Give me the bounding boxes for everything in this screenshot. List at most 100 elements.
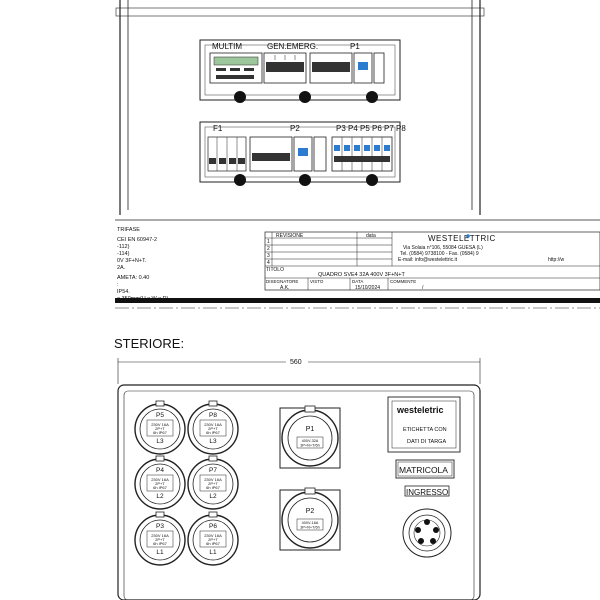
svg-text:6h IP67: 6h IP67 <box>206 541 221 546</box>
label-p1: P1 <box>350 42 360 51</box>
svg-text:MATRICOLA: MATRICOLA <box>399 465 448 475</box>
fixing-knob-icon <box>299 91 311 103</box>
svg-text:Via Solaia n°106, 55084 GUESA: Via Solaia n°106, 55084 GUESA (L) <box>403 245 483 251</box>
svg-text:-112): -112) <box>117 244 130 250</box>
svg-text:2P+T: 2P+T <box>155 481 165 486</box>
svg-text:E-mail: info@westelettric.it: E-mail: info@westelettric.it <box>398 257 458 263</box>
svg-text:P5: P5 <box>156 412 164 419</box>
fixing-knob-icon <box>299 174 311 186</box>
svg-text:6h IP67: 6h IP67 <box>153 485 168 490</box>
rating-plate: westeletric ETICHETTA CON DATI DI TARGA <box>387 396 461 453</box>
label-p3-p8: P3 P4 P5 P6 P7 P8 <box>336 124 406 133</box>
svg-text:400V-16A: 400V-16A <box>302 521 319 525</box>
svg-text:2P+T: 2P+T <box>155 426 165 431</box>
svg-text:2: 2 <box>267 246 270 252</box>
svg-text:0V 3F+N+T.: 0V 3F+N+T. <box>117 258 147 264</box>
disegnatore-value: A.K. <box>280 285 289 291</box>
svg-text:CEI EN 60947-2: CEI EN 60947-2 <box>117 237 157 243</box>
date-header: data <box>366 233 376 239</box>
svg-text:P6: P6 <box>209 523 217 530</box>
svg-text:P7: P7 <box>209 467 217 474</box>
svg-text:L1: L1 <box>209 549 217 556</box>
svg-text:-114): -114) <box>117 251 130 257</box>
fuse-holders-icon <box>207 136 247 172</box>
svg-text:3P+N+T/6h: 3P+N+T/6h <box>300 526 319 530</box>
svg-text:6h IP67: 6h IP67 <box>153 430 168 435</box>
breaker-gen-emerg-icon <box>263 52 307 84</box>
fixing-knob-icon <box>366 91 378 103</box>
fixing-knob-icon <box>234 174 246 186</box>
svg-text:4: 4 <box>267 260 270 266</box>
svg-text:DISEGNATORE: DISEGNATORE <box>266 279 298 284</box>
left-notes: TRIFASE CEI EN 60947-2 -112) -114) 0V 3F… <box>117 227 170 302</box>
matricola-box: MATRICOLA <box>395 459 455 479</box>
svg-text:VISTO: VISTO <box>310 279 324 284</box>
svg-text:Tel. (0584) 9738100 - Fax. (05: Tel. (0584) 9738100 - Fax. (0584) 9 <box>400 251 479 257</box>
svg-text:230V 16A: 230V 16A <box>204 422 222 427</box>
svg-text:L3: L3 <box>156 438 164 445</box>
input-plug-icon <box>402 508 452 558</box>
breaker-p1-icon <box>309 52 385 84</box>
svg-text::: : <box>117 282 119 288</box>
svg-text:6h IP67: 6h IP67 <box>206 485 221 490</box>
svg-text:2P+T: 2P+T <box>208 426 218 431</box>
svg-text:COMMENTE: COMMENTE <box>390 279 416 284</box>
svg-text:DATA: DATA <box>352 279 363 284</box>
label-multim: MULTIM <box>212 42 242 51</box>
svg-text:IP54.: IP54. <box>117 289 130 295</box>
svg-text:6h IP67: 6h IP67 <box>206 430 221 435</box>
svg-text:2P+T: 2P+T <box>208 481 218 486</box>
breaker-row-1: MULTIM GEN.EMERG. P1 <box>199 39 401 103</box>
svg-text:P2: P2 <box>306 508 315 515</box>
svg-text:/: / <box>422 285 424 291</box>
fixing-knob-icon <box>366 174 378 186</box>
svg-text:ETICHETTA CON: ETICHETTA CON <box>403 427 447 433</box>
breaker-row-2: F1 P2 P3 P4 P5 P6 P7 P8 <box>199 121 406 186</box>
svg-text:3: 3 <box>267 253 270 259</box>
svg-text:P8: P8 <box>209 412 217 419</box>
svg-text:L1: L1 <box>156 549 164 556</box>
svg-text:230V 16A: 230V 16A <box>151 477 169 482</box>
upper-enclosure <box>115 0 485 215</box>
lower-enclosure <box>117 384 481 600</box>
titolo-label: TITOLO <box>266 267 284 273</box>
svg-text:L2: L2 <box>156 493 164 500</box>
svg-text:400V-32A: 400V-32A <box>302 439 319 443</box>
svg-text:P3: P3 <box>156 523 164 530</box>
titolo-value: QUADRO SVE4 32A 400V 3F+N+T <box>318 272 405 278</box>
svg-text:2A.: 2A. <box>117 265 126 271</box>
ingresso-box: INGRESSO <box>404 485 450 497</box>
company-name: WESTELETTRIC <box>428 234 496 243</box>
svg-text:INGRESSO: INGRESSO <box>406 488 448 497</box>
svg-text:230V 16A: 230V 16A <box>151 422 169 427</box>
svg-text:230V 16A: 230V 16A <box>204 477 222 482</box>
svg-text:L2: L2 <box>209 493 217 500</box>
label-p2: P2 <box>290 124 300 133</box>
svg-text:230V 16A: 230V 16A <box>151 533 169 538</box>
multimeter-icon <box>209 52 263 84</box>
dimension-label: 560 <box>290 359 302 366</box>
logo-dot-icon <box>466 234 470 238</box>
label-f1: F1 <box>213 124 223 133</box>
svg-text:2P+T: 2P+T <box>208 537 218 542</box>
svg-text:AMETA: 0.40: AMETA: 0.40 <box>117 275 149 281</box>
svg-text:P4: P4 <box>156 467 164 474</box>
svg-text:TRIFASE: TRIFASE <box>117 227 140 233</box>
svg-text:6h IP67: 6h IP67 <box>153 541 168 546</box>
svg-text:1: 1 <box>267 239 270 245</box>
section-title: STERIORE: <box>114 336 184 351</box>
svg-text:3P+N+T/6h: 3P+N+T/6h <box>300 444 319 448</box>
svg-text:230V 16A: 230V 16A <box>204 533 222 538</box>
revision-header: REVISIONE <box>276 233 304 239</box>
svg-text:DATI DI TARGA: DATI DI TARGA <box>407 439 446 445</box>
